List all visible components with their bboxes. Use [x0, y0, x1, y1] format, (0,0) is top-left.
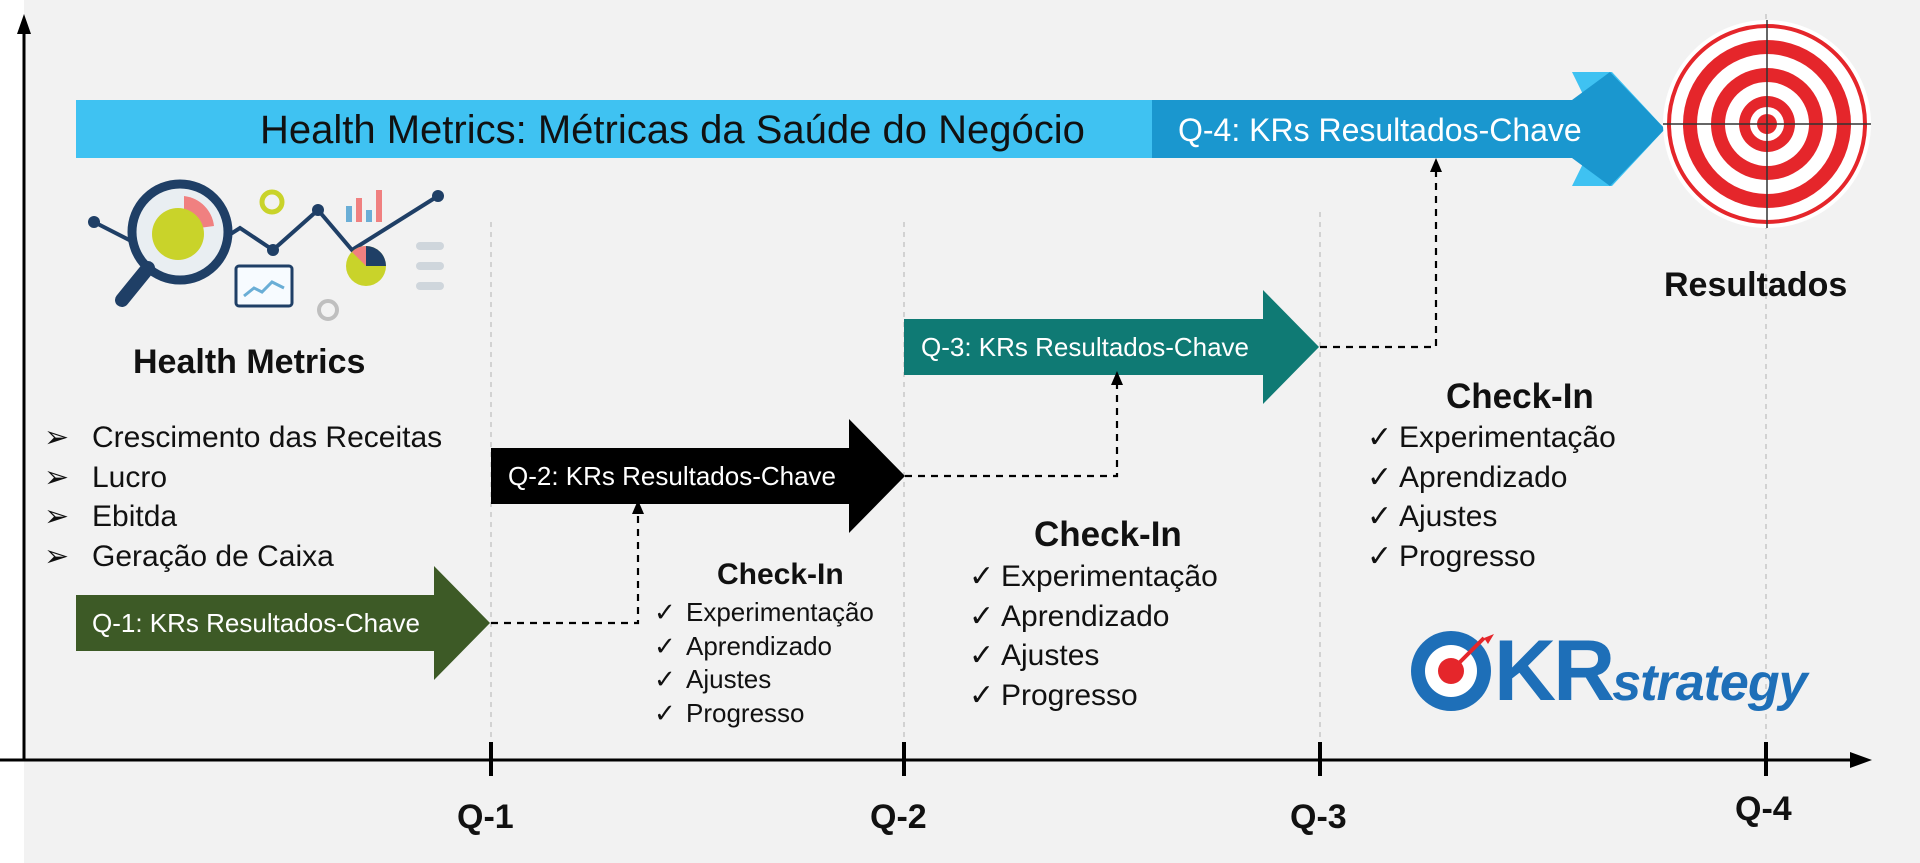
results-title: Resultados [1664, 266, 1848, 304]
q3-arrow [904, 290, 1319, 404]
list-item: ✓Aprendizado [969, 597, 1218, 637]
list-item: ✓Ajustes [1367, 497, 1616, 537]
q3-arrow-label: Q-3: KRs Resultados-Chave [921, 332, 1250, 362]
arrow-bullet-icon: ➢ [44, 539, 70, 573]
connector-q3-q4 [1320, 170, 1438, 349]
axis-label-q2: Q-2 [870, 798, 927, 836]
arrow-bullet-icon: ➢ [44, 500, 70, 533]
target-icon [1663, 20, 1871, 228]
connector-head-q3 [1111, 371, 1123, 385]
logo-kr: KR [1494, 623, 1615, 719]
list-item: ➢Geração de Caixa [44, 537, 442, 577]
list-item: ✓Aprendizado [654, 630, 874, 664]
check-icon: ✓ [654, 697, 676, 728]
check-icon: ✓ [969, 678, 995, 712]
checkin-1-list: ✓Experimentação ✓Aprendizado ✓Ajustes ✓P… [654, 596, 874, 730]
list-item: ➢Lucro [44, 458, 442, 498]
checkin-3-list: ✓Experimentação ✓Aprendizado ✓Ajustes ✓P… [1367, 418, 1616, 576]
list-item: ➢Ebitda [44, 497, 442, 537]
q2-arrow [491, 419, 905, 533]
list-item: ✓Progresso [1367, 537, 1616, 577]
check-icon: ✓ [1367, 421, 1393, 454]
check-icon: ✓ [1367, 539, 1393, 573]
check-icon: ✓ [969, 599, 995, 633]
q1-arrow-label: Q-1: KRs Resultados-Chave [92, 608, 421, 638]
connector-q2-q3 [905, 383, 1119, 478]
health-metrics-list: ➢Crescimento das Receitas ➢Lucro ➢Ebitda… [44, 418, 442, 576]
checkin-2-list: ✓Experimentação ✓Aprendizado ✓Ajustes ✓P… [969, 557, 1218, 715]
list-item: ✓Ajustes [654, 663, 874, 697]
list-item: ✓Progresso [654, 697, 874, 731]
checkin-2-title: Check-In [1034, 515, 1182, 554]
list-item: ✓Experimentação [654, 596, 874, 630]
connector-head-q2 [632, 500, 644, 514]
axis-label-q1: Q-1 [457, 798, 514, 836]
y-axis-arrowhead [17, 14, 31, 34]
list-item: ✓Aprendizado [1367, 458, 1616, 498]
x-axis-arrowhead [1850, 752, 1872, 768]
arrow-bullet-icon: ➢ [44, 460, 70, 494]
list-item: ✓Progresso [969, 676, 1218, 716]
connectors [491, 170, 1438, 625]
axis-label-q4: Q-4 [1735, 790, 1792, 828]
q1-arrow [76, 566, 490, 680]
check-icon: ✓ [969, 560, 995, 593]
okr-target-logo-icon [1411, 631, 1494, 711]
list-item: ➢Crescimento das Receitas [44, 418, 442, 458]
check-icon: ✓ [654, 630, 676, 661]
q2-arrow-label: Q-2: KRs Resultados-Chave [508, 461, 837, 491]
connector-head-q4 [1430, 158, 1442, 172]
analytics-magnifier-illustration [88, 179, 444, 321]
axis-label-q3: Q-3 [1290, 798, 1347, 836]
list-item: ✓Experimentação [1367, 418, 1616, 458]
logo-strategy: strategy [1612, 654, 1807, 712]
check-icon: ✓ [1367, 500, 1393, 533]
list-item: ✓Ajustes [969, 636, 1218, 676]
check-icon: ✓ [654, 597, 676, 627]
axes [0, 14, 1872, 776]
q4-arrow-label: Q-4: KRs Resultados-Chave [1178, 112, 1582, 148]
connector-q1-q2 [491, 512, 640, 625]
arrow-bullet-icon: ➢ [44, 421, 70, 454]
checkin-1-title: Check-In [717, 558, 844, 591]
okr-strategy-logo: KRstrategy [1494, 622, 1808, 721]
check-icon: ✓ [1367, 460, 1393, 494]
q4-arrow [1152, 72, 1665, 186]
list-item: ✓Experimentação [969, 557, 1218, 597]
check-icon: ✓ [969, 639, 995, 672]
health-metrics-banner [76, 100, 1156, 158]
check-icon: ✓ [654, 664, 676, 694]
banner-title: Health Metrics: Métricas da Saúde do Neg… [260, 108, 1085, 152]
health-metrics-title: Health Metrics [133, 343, 366, 381]
checkin-3-title: Check-In [1446, 377, 1594, 416]
